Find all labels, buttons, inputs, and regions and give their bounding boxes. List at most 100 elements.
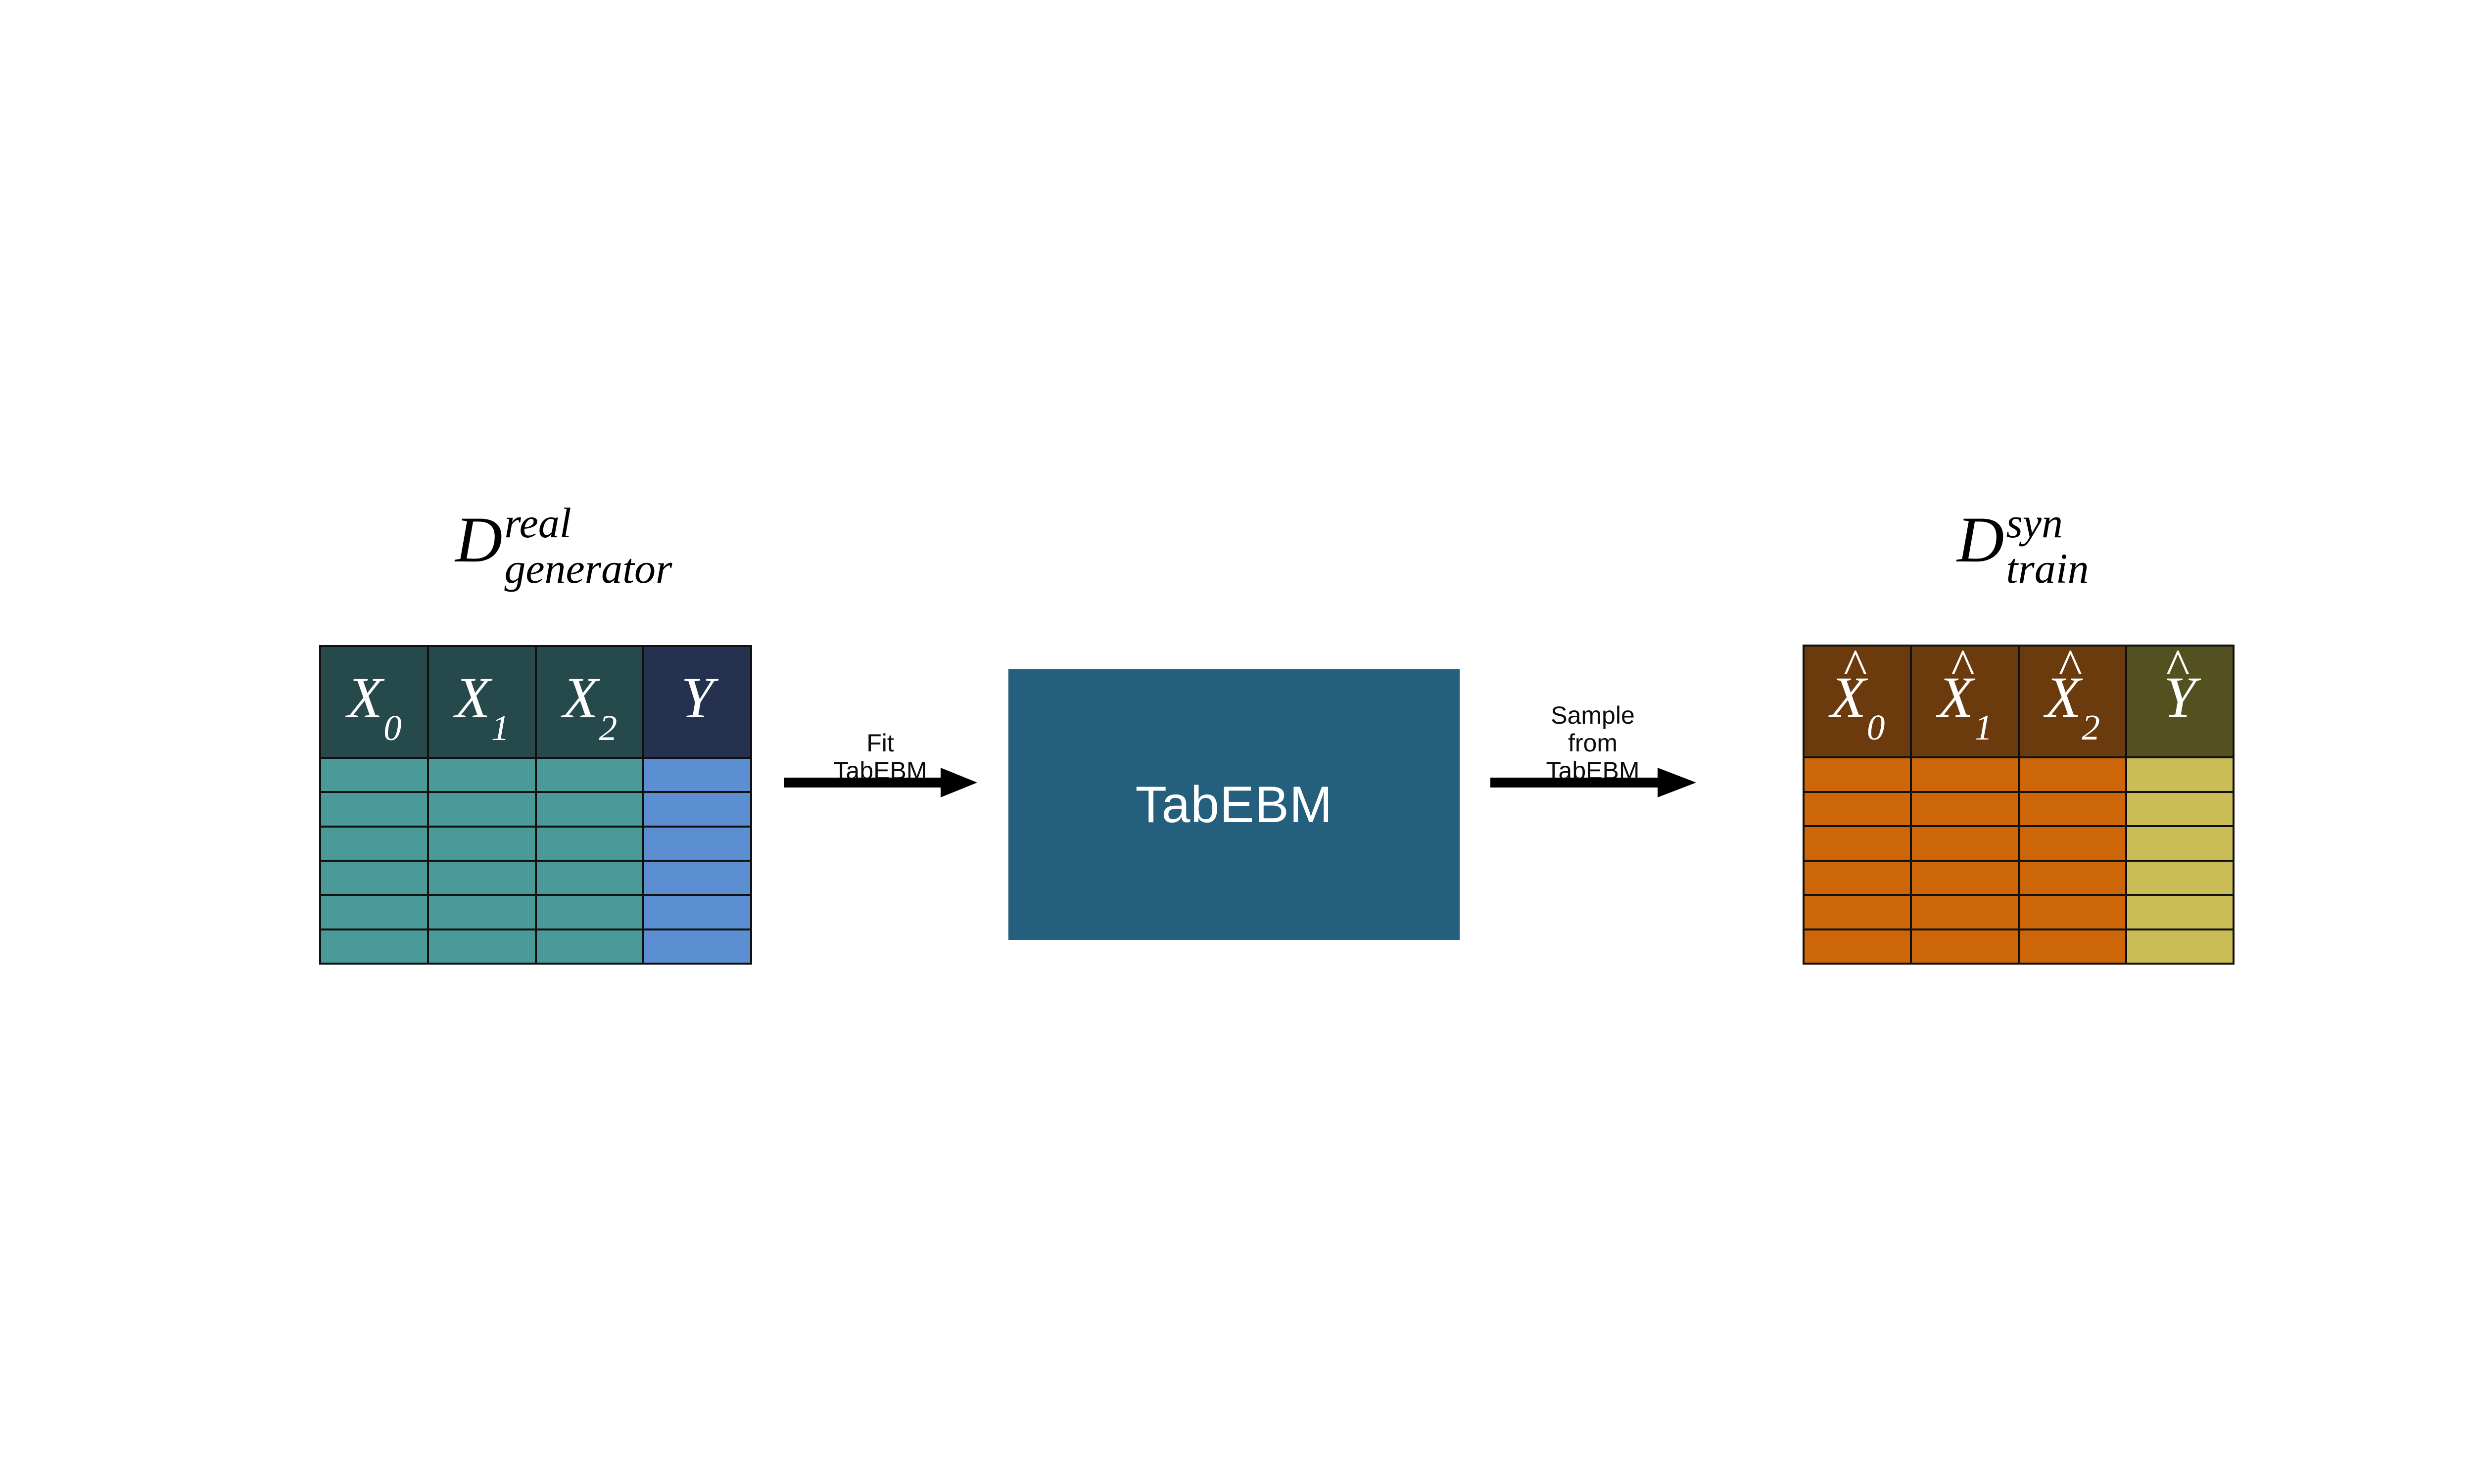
- table-cell: [321, 930, 427, 963]
- header-subscript: 0: [383, 708, 402, 748]
- arrow-sample-from-tabebm: Sample from TabEBM: [1489, 701, 1696, 806]
- tabebm-model-label: TabEBM: [1135, 776, 1333, 834]
- header-symbol: ^X2: [2045, 642, 2100, 745]
- table-cell: [536, 930, 643, 963]
- table-cell: [1805, 930, 1910, 963]
- table-cell: [644, 759, 750, 791]
- table-cell: [2127, 827, 2233, 860]
- table-cell: [536, 759, 643, 791]
- table-cell: [644, 896, 750, 928]
- table-cell: [2019, 792, 2125, 825]
- header-base-letter: X: [1830, 664, 1866, 730]
- table-cell: [321, 793, 427, 826]
- hat-accent-icon: ^: [2058, 639, 2083, 695]
- left-caption-subscript: generator: [504, 545, 672, 592]
- table-cell: [536, 793, 643, 826]
- header-cell-x1: X1: [428, 647, 535, 757]
- right-caption-scripts: syn train: [2006, 502, 2089, 590]
- hat-accent-icon: ^: [1843, 639, 1867, 695]
- header-subscript: 2: [2082, 707, 2100, 748]
- table-cell: [2127, 896, 2233, 928]
- table-cell: [2127, 792, 2233, 825]
- table-cell: [2019, 861, 2125, 894]
- table-cell: [428, 827, 535, 860]
- header-base-letter: X: [2045, 664, 2081, 730]
- left-caption-scripts: real generator: [504, 502, 672, 590]
- header-symbol: ^X1: [1938, 642, 1993, 745]
- header-base-letter: X: [347, 665, 383, 730]
- header-cell-xhat1: ^X1: [1912, 642, 2018, 756]
- header-cell-y: Y: [644, 647, 750, 757]
- table-cell: [536, 827, 643, 860]
- tabebm-model-box: TabEBM: [1008, 669, 1460, 940]
- table-cell: [1805, 758, 1910, 791]
- table-cell: [428, 930, 535, 963]
- table-cell: [644, 793, 750, 826]
- table-cell: [428, 759, 535, 791]
- header-symbol: X2: [563, 668, 617, 746]
- header-cell-x0: X0: [321, 647, 427, 757]
- header-base-letter: X: [563, 665, 599, 730]
- table-cell: [2019, 758, 2125, 791]
- header-subscript: 1: [1974, 707, 1993, 748]
- table-cell: [2127, 861, 2233, 894]
- table-cell: [644, 862, 750, 894]
- table-cell: [1805, 896, 1910, 928]
- arrow-fit-icon: [784, 768, 977, 797]
- table-cell: [644, 930, 750, 963]
- hat-accent-icon: ^: [1951, 639, 1975, 695]
- header-subscript: 1: [491, 708, 510, 748]
- left-caption-base: D: [455, 503, 503, 576]
- table-cell: [1805, 792, 1910, 825]
- table-cell: [428, 862, 535, 894]
- header-symbol: X0: [347, 668, 402, 746]
- header-base-letter: Y: [681, 665, 714, 730]
- header-cell-xhat0: ^X0: [1805, 642, 1910, 756]
- real-data-table: X0 X1 X2 Y: [319, 645, 752, 965]
- synthetic-data-table: ^X0 ^X1 ^X2 ^Y: [1803, 642, 2235, 965]
- header-symbol: X1: [455, 668, 509, 746]
- table-cell: [428, 896, 535, 928]
- table-cell: [1912, 758, 2018, 791]
- table-cell: [1805, 827, 1910, 860]
- arrow-fit-tabebm: Fit TabEBM: [783, 712, 977, 806]
- table-cell: [321, 759, 427, 791]
- table-cell: [1912, 792, 2018, 825]
- hat-accent-icon: ^: [2166, 639, 2190, 695]
- left-caption-superscript: real: [504, 499, 571, 547]
- header-symbol: Y: [681, 668, 714, 736]
- table-cell: [536, 896, 643, 928]
- right-caption-subscript: train: [2006, 545, 2089, 592]
- table-cell: [428, 793, 535, 826]
- left-dataset-caption: D real generator: [455, 502, 672, 590]
- header-symbol: ^X0: [1830, 642, 1885, 745]
- header-cell-xhat2: ^X2: [2019, 642, 2125, 756]
- right-caption-base: D: [1957, 503, 2004, 576]
- table-cell: [1912, 861, 2018, 894]
- header-base-letter: X: [455, 665, 491, 730]
- table-cell: [536, 862, 643, 894]
- header-subscript: 0: [1866, 707, 1885, 748]
- table-cell: [1912, 896, 2018, 928]
- header-base-letter: Y: [2163, 664, 2196, 730]
- table-cell: [1912, 827, 2018, 860]
- arrow-sample-icon: [1490, 768, 1696, 797]
- right-caption-superscript: syn: [2006, 499, 2063, 547]
- table-cell: [2019, 896, 2125, 928]
- header-base-letter: X: [1938, 664, 1974, 730]
- table-cell: [2019, 827, 2125, 860]
- table-cell: [2127, 758, 2233, 791]
- table-cell: [321, 827, 427, 860]
- table-cell: [1912, 930, 2018, 963]
- table-cell: [321, 862, 427, 894]
- header-subscript: 2: [599, 708, 618, 748]
- header-symbol: ^Y: [2163, 642, 2196, 735]
- right-dataset-caption: D syn train: [1957, 502, 2089, 590]
- table-cell: [2127, 930, 2233, 963]
- table-cell: [1805, 861, 1910, 894]
- table-cell: [644, 827, 750, 860]
- table-cell: [2019, 930, 2125, 963]
- header-cell-yhat: ^Y: [2127, 642, 2233, 756]
- header-cell-x2: X2: [536, 647, 643, 757]
